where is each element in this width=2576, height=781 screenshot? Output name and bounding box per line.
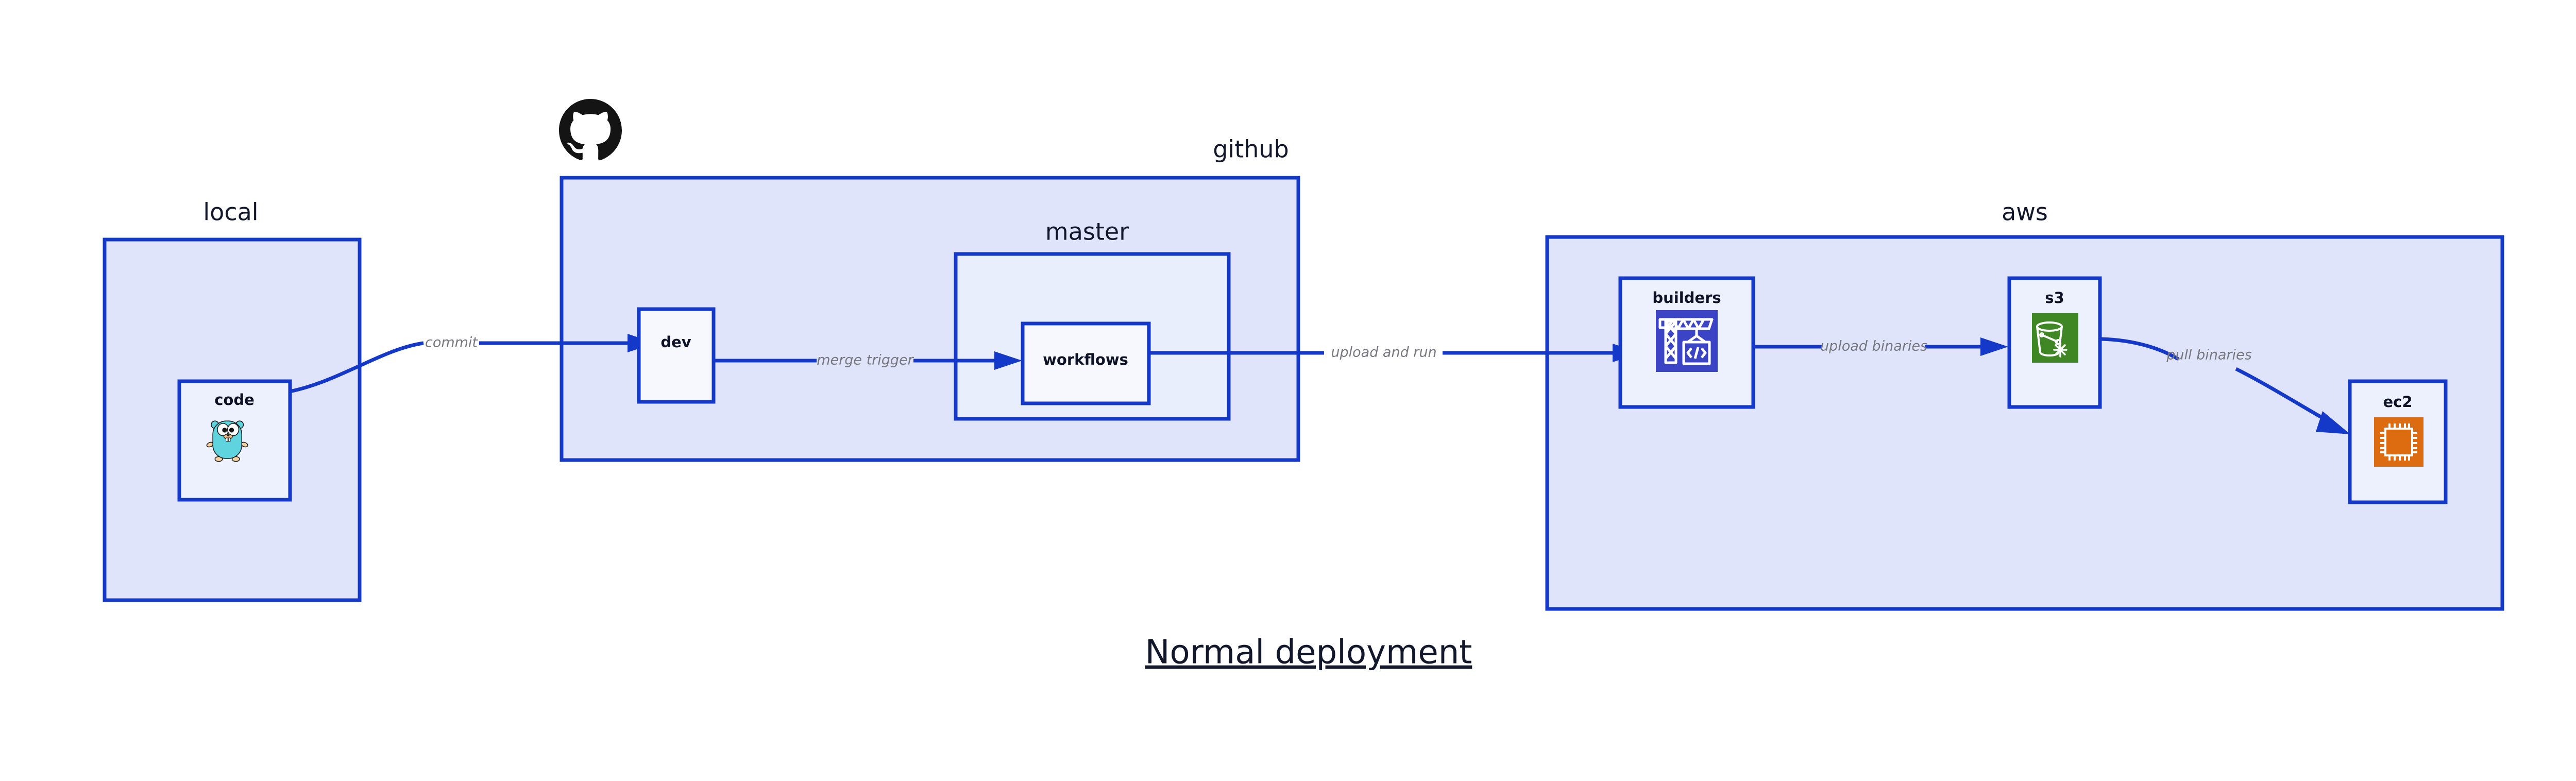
edge-pull-binaries: pull binaries <box>2100 337 2350 434</box>
node-code[interactable]: code <box>177 379 292 502</box>
node-box-workflows[interactable] <box>1021 321 1151 405</box>
diagram-title: Normal deployment <box>1145 634 1472 672</box>
group-label-master: master <box>1045 218 1129 246</box>
node-label-code: code <box>214 391 255 409</box>
edge-pull-binaries-curve-b <box>2235 367 2330 423</box>
edge-commit: commit <box>289 334 655 394</box>
group-github: github master <box>560 135 1300 462</box>
edge-commit-curve <box>289 341 424 394</box>
node-label-workflows: workflows <box>1043 351 1128 368</box>
edge-label-upload-binaries: upload binaries <box>1820 338 1927 354</box>
group-label-local: local <box>203 198 258 226</box>
aws-ec2-icon <box>2374 417 2424 467</box>
aws-s3-glacier-icon <box>2032 313 2078 363</box>
edge-label-upload-and-run: upload and run <box>1331 345 1436 361</box>
node-workflows[interactable]: workflows <box>1021 321 1151 405</box>
node-box-s3[interactable] <box>2007 276 2102 409</box>
edge-merge-trigger-arrowhead <box>994 351 1022 370</box>
node-s3[interactable]: s3 <box>2007 276 2102 409</box>
node-label-builders: builders <box>1652 289 1721 307</box>
aws-codebuild-icon <box>1656 310 1718 372</box>
edge-pull-binaries-arrowhead <box>2316 411 2350 434</box>
node-label-s3: s3 <box>2045 289 2064 307</box>
edge-label-commit: commit <box>425 335 478 351</box>
node-builders[interactable]: builders <box>1618 276 1755 409</box>
node-dev[interactable]: dev <box>637 307 716 404</box>
node-label-ec2: ec2 <box>2383 393 2412 411</box>
edge-upload-binaries: upload binaries <box>1753 337 2008 356</box>
node-box-dev[interactable] <box>637 307 716 404</box>
edge-pull-binaries-curve-a <box>2100 337 2179 361</box>
edge-merge-trigger: merge trigger <box>710 351 1022 370</box>
github-octocat-logo <box>559 99 622 161</box>
node-label-dev: dev <box>660 333 691 351</box>
group-label-aws: aws <box>2002 198 2048 226</box>
group-label-github: github <box>1213 135 1289 163</box>
edge-label-merge-trigger: merge trigger <box>817 352 914 368</box>
edge-upload-binaries-arrowhead <box>1980 337 2008 356</box>
edge-label-pull-binaries: pull binaries <box>2166 347 2251 363</box>
node-ec2[interactable]: ec2 <box>2348 379 2448 504</box>
go-gopher-icon <box>206 420 248 462</box>
